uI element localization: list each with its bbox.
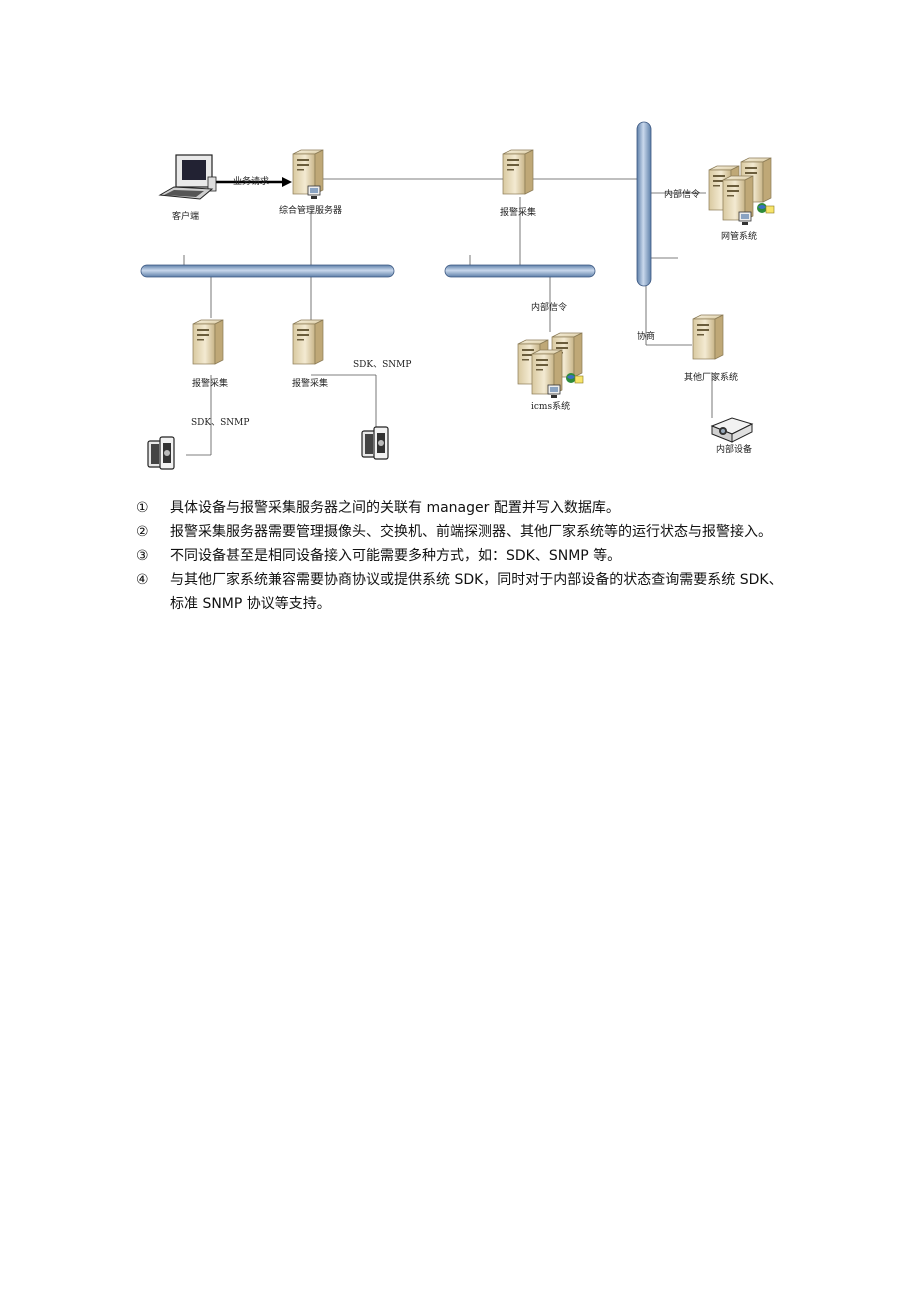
- note-number: ②: [136, 524, 149, 540]
- camera-left-icon: [147, 436, 175, 470]
- sdk-snmp-mid-label: SDK、SNMP: [353, 360, 411, 370]
- bus-vertical: [636, 121, 652, 287]
- sdk-snmp-left-label: SDK、SNMP: [191, 418, 249, 428]
- note-text: 不同设备甚至是相同设备接入可能需要多种方式，如：SDK、SNMP 等。: [170, 548, 622, 564]
- network-diagram: 客户端 业务请求 综合管理服务器 报警采集 内部信令 网管系统 报警采集 报警采…: [140, 121, 775, 470]
- note-number: ①: [136, 500, 149, 516]
- business-request-label: 业务请求: [233, 175, 269, 187]
- nms-label: 网管系统: [721, 230, 757, 242]
- projector-icon: [710, 417, 754, 443]
- nms-server-cluster-icon: [708, 157, 775, 226]
- alarm-server-mid-icon: [292, 319, 324, 365]
- internal-signal-right-label: 内部信令: [664, 188, 700, 200]
- note-item: ② 报警采集服务器需要管理摄像头、交换机、前端探测器、其他厂家系统等的运行状态与…: [136, 520, 796, 544]
- other-vendor-server-icon: [692, 314, 724, 360]
- negotiate-label: 协商: [637, 330, 655, 342]
- alarm-collect-top-label: 报警采集: [500, 206, 536, 218]
- alarm-collect-left-label: 报警采集: [192, 377, 228, 389]
- icms-server-cluster-icon: [517, 332, 584, 399]
- note-text: 具体设备与报警采集服务器之间的关联有 manager 配置并写入数据库。: [170, 500, 620, 516]
- note-number: ④: [136, 572, 149, 588]
- camera-mid-icon: [361, 426, 389, 460]
- client-label: 客户端: [172, 210, 199, 222]
- alarm-server-left-icon: [192, 319, 224, 365]
- note-item: ③ 不同设备甚至是相同设备接入可能需要多种方式，如：SDK、SNMP 等。: [136, 544, 796, 568]
- note-item: ④ 与其他厂家系统兼容需要协商协议或提供系统 SDK，同时对于内部设备的状态查询…: [136, 568, 796, 616]
- notes-list: ① 具体设备与报警采集服务器之间的关联有 manager 配置并写入数据库。 ②…: [136, 496, 796, 616]
- bus-left: [140, 264, 395, 278]
- note-text: 报警采集服务器需要管理摄像头、交换机、前端探测器、其他厂家系统等的运行状态与报警…: [170, 524, 772, 540]
- other-vendor-label: 其他厂家系统: [684, 371, 738, 383]
- connection-lines: [183, 178, 713, 456]
- note-number: ③: [136, 548, 149, 564]
- internal-device-label: 内部设备: [716, 443, 752, 455]
- note-text: 与其他厂家系统兼容需要协商协议或提供系统 SDK，同时对于内部设备的状态查询需要…: [170, 572, 783, 612]
- alarm-collect-mid-label: 报警采集: [292, 377, 328, 389]
- mgmt-server-label: 综合管理服务器: [279, 204, 342, 216]
- internal-signal-mid-label: 内部信令: [531, 301, 567, 313]
- mgmt-pc-badge-icon: [307, 185, 321, 200]
- note-item: ① 具体设备与报警采集服务器之间的关联有 manager 配置并写入数据库。: [136, 496, 796, 520]
- alarm-server-top-icon: [502, 149, 534, 195]
- request-arrow: [214, 177, 292, 187]
- bus-middle: [444, 264, 596, 278]
- client-pc-icon: [158, 154, 217, 200]
- icms-label: icms系统: [531, 400, 570, 412]
